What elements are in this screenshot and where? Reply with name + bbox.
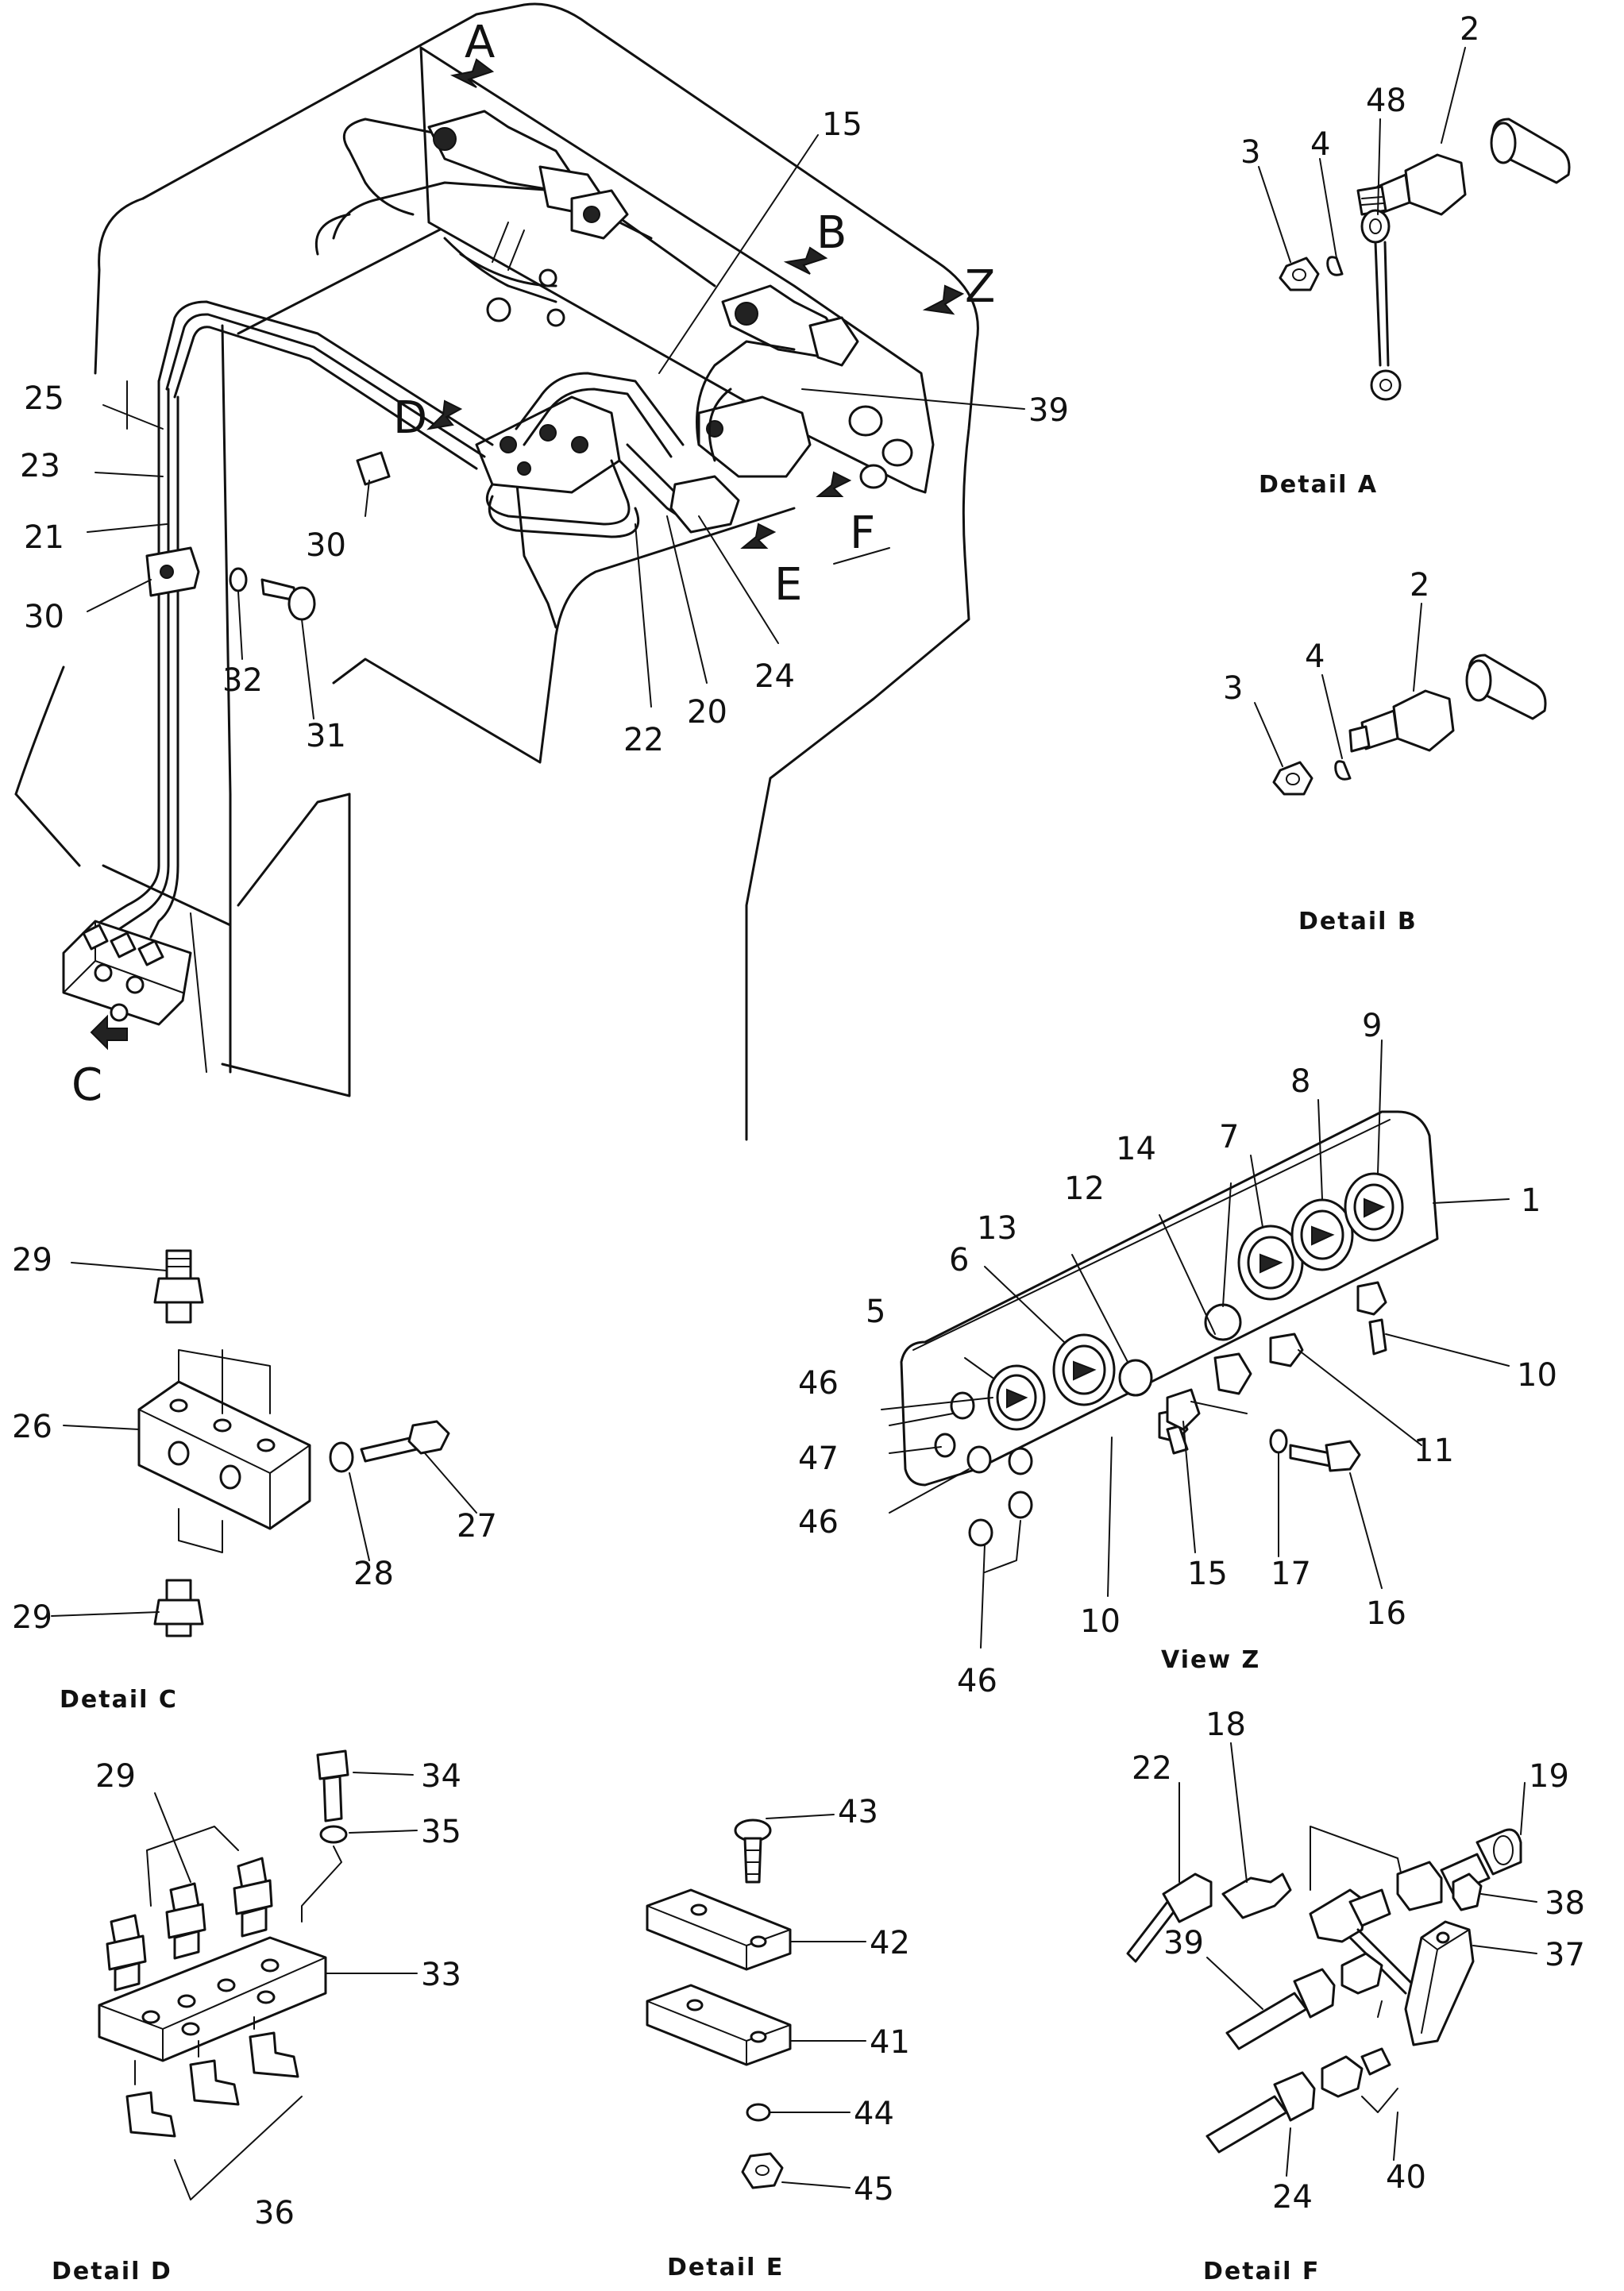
part-number: 3: [1240, 134, 1260, 171]
part-number: 38: [1545, 1885, 1585, 1922]
part-number: 41: [870, 2024, 910, 2061]
view-label-f: F: [850, 507, 875, 559]
part-number: 4: [1310, 126, 1330, 163]
view-z-caption: View Z: [1161, 1646, 1260, 1674]
part-number: 17: [1271, 1556, 1311, 1592]
part-number: 4: [1305, 638, 1325, 675]
detail-a-caption: Detail A: [1259, 471, 1378, 499]
part-number: 30: [24, 599, 64, 635]
part-number: 31: [306, 718, 346, 754]
part-number: 3: [1223, 670, 1243, 707]
part-number: 20: [687, 694, 727, 731]
part-number: 12: [1064, 1171, 1105, 1207]
part-number: 40: [1386, 2159, 1426, 2196]
detail-e-drawing: [646, 1814, 866, 2189]
detail-e-caption: Detail E: [667, 2254, 784, 2281]
part-number: 2: [1410, 567, 1429, 604]
part-number: 47: [798, 1441, 839, 1477]
part-number: 29: [12, 1599, 52, 1636]
part-number: 39: [1028, 392, 1069, 429]
part-number: 25: [24, 380, 64, 417]
part-number: 24: [1272, 2179, 1313, 2216]
part-number: 18: [1205, 1707, 1246, 1743]
detail-f-drawing: [1126, 1742, 1537, 2177]
part-number: 46: [798, 1365, 839, 1402]
part-number: 32: [222, 662, 263, 699]
part-number: 21: [24, 519, 64, 556]
part-number: 48: [1366, 83, 1406, 119]
part-number: 27: [457, 1508, 497, 1545]
part-number: 46: [957, 1663, 997, 1699]
part-number: 29: [12, 1242, 52, 1279]
part-number: 22: [1132, 1750, 1172, 1787]
part-number: 14: [1116, 1131, 1156, 1167]
part-number: 36: [254, 2195, 295, 2231]
detail-a-drawing: [1258, 47, 1571, 401]
part-number: 7: [1219, 1119, 1239, 1155]
part-number: 42: [870, 1925, 910, 1961]
part-number: 28: [353, 1556, 394, 1592]
view-label-c: C: [71, 1059, 102, 1111]
detail-c-caption: Detail C: [60, 1686, 178, 1714]
part-number: 11: [1414, 1433, 1454, 1469]
part-number: 45: [854, 2171, 894, 2208]
part-number: 43: [838, 1794, 878, 1830]
part-number: 15: [1187, 1556, 1228, 1592]
view-label-e: E: [774, 559, 802, 611]
view-label-a: A: [465, 17, 495, 68]
detail-d-caption: Detail D: [52, 2258, 172, 2285]
main-assembly: [14, 2, 1025, 1141]
part-number: 1: [1521, 1182, 1541, 1219]
part-number: 34: [421, 1758, 461, 1795]
part-number: 10: [1080, 1603, 1121, 1640]
view-label-d: D: [393, 392, 427, 444]
view-z-drawing: [881, 1039, 1510, 1649]
part-number: 24: [754, 658, 795, 695]
detail-f-caption: Detail F: [1203, 2258, 1320, 2285]
part-number: 35: [421, 1814, 461, 1850]
part-number: 6: [949, 1242, 969, 1279]
part-number: 37: [1545, 1937, 1585, 1973]
part-number: 46: [798, 1504, 839, 1541]
detail-b-caption: Detail B: [1298, 908, 1418, 935]
part-number: 29: [95, 1758, 136, 1795]
part-number: 8: [1290, 1063, 1310, 1100]
part-number: 22: [623, 722, 664, 758]
view-label-z: Z: [965, 261, 995, 313]
part-number: 30: [306, 527, 346, 564]
part-number: 16: [1366, 1595, 1406, 1632]
part-number: 13: [977, 1210, 1017, 1247]
part-number: 9: [1362, 1008, 1382, 1044]
detail-d-drawing: [98, 1749, 418, 2200]
part-number: 23: [20, 448, 60, 484]
detail-c-drawing: [51, 1249, 477, 1637]
part-number: 19: [1529, 1758, 1569, 1795]
part-number: 33: [421, 1957, 461, 1993]
part-number: 2: [1460, 11, 1479, 48]
part-number: 26: [12, 1409, 52, 1445]
part-number: 44: [854, 2096, 894, 2132]
part-number: 39: [1163, 1925, 1204, 1961]
part-number: 5: [866, 1294, 885, 1330]
part-number: 10: [1517, 1357, 1557, 1394]
detail-b-drawing: [1254, 603, 1547, 796]
view-label-b: B: [816, 207, 847, 259]
part-number: 15: [822, 106, 862, 143]
